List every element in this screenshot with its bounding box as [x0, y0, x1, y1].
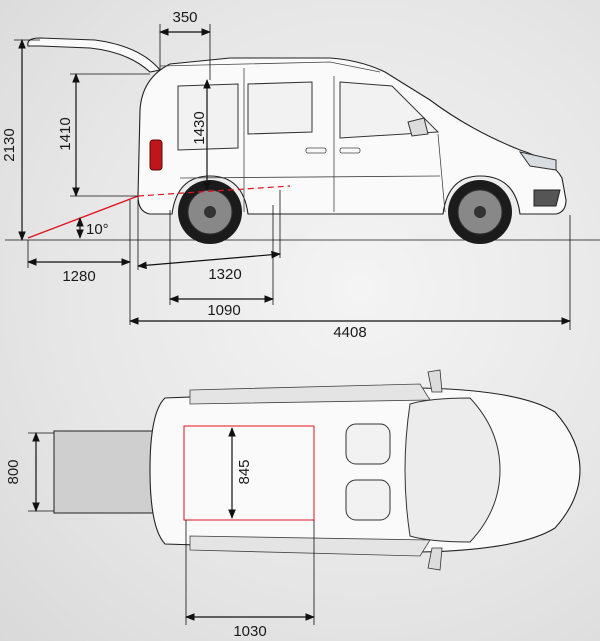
van-top-body [149, 387, 581, 553]
label-overall-height: 2130 [1, 128, 18, 161]
label-ramp-length: 1280 [62, 268, 95, 285]
open-tailgate [27, 37, 162, 73]
fog-lamp [533, 189, 561, 207]
front-seat-left [345, 423, 391, 465]
tail-lamp [149, 139, 163, 171]
floor-line [137, 185, 291, 197]
side-view: 350 2130 1410 1430 10° 1280 1320 1090 [1, 9, 600, 341]
label-floor-width: 845 [236, 459, 253, 484]
dim-floor-length [137, 250, 281, 270]
side-mirror [407, 117, 429, 137]
label-tailgate-overhang: 350 [172, 9, 197, 26]
left-sill [189, 383, 431, 405]
mirror-left [427, 369, 443, 393]
label-floor-length-top: 1030 [233, 623, 266, 640]
ramp-line [27, 195, 139, 239]
label-wheelbase-floor: 1090 [207, 302, 240, 319]
floor-outline [183, 425, 315, 521]
door-handle [339, 147, 361, 154]
rear-wheel [178, 180, 242, 244]
door-handle [305, 147, 327, 154]
front-seat-right [345, 479, 391, 521]
rear-side-window [177, 83, 239, 151]
label-overall-length: 4408 [333, 324, 366, 341]
front-wheel [448, 180, 512, 244]
label-ramp-angle: 10° [86, 221, 109, 238]
van-side-body [137, 57, 567, 215]
sliding-door-window [247, 81, 313, 135]
headlamp [518, 151, 557, 171]
top-view: 800 845 1030 [5, 369, 581, 640]
label-load-height: 1410 [57, 117, 74, 150]
label-ramp-width: 800 [5, 459, 22, 484]
label-door-opening: 1430 [191, 111, 208, 144]
right-sill [189, 535, 431, 557]
label-floor-length: 1320 [208, 266, 241, 283]
mirror-right [427, 547, 443, 571]
windshield [404, 397, 501, 543]
